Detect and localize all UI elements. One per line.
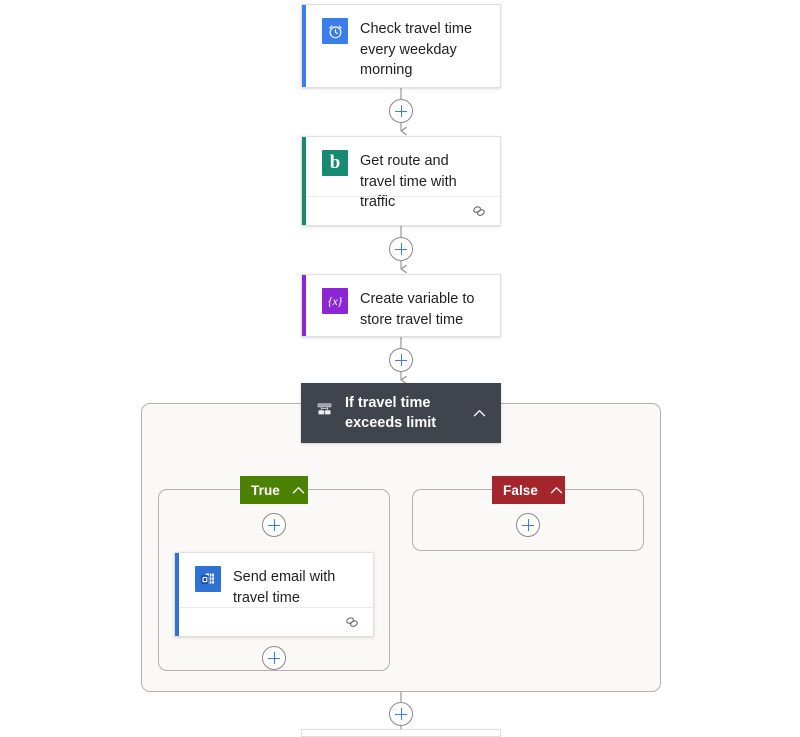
condition-branch-icon: [315, 401, 334, 425]
card-header: b Get route and travel time with traffic: [302, 137, 500, 225]
card-title: Create variable to store travel time: [360, 291, 475, 328]
variable-icon: {x}: [322, 288, 348, 314]
condition-node-if-travel-time-exceeds-limit[interactable]: If travel time exceeds limit: [301, 383, 501, 443]
card-footer: [307, 196, 500, 225]
card-title: Check travel time every weekday morning: [360, 21, 473, 78]
chevron-up-icon[interactable]: [472, 406, 487, 421]
card-accent-stripe: [302, 5, 306, 87]
card-accent-stripe: [302, 275, 306, 336]
bing-maps-icon: b: [322, 150, 348, 176]
add-step-in-true-branch-bottom[interactable]: [262, 646, 286, 670]
condition-title: If travel time exceeds limit: [345, 394, 437, 432]
add-step-in-true-branch-top[interactable]: [262, 513, 286, 537]
alarm-clock-icon: [322, 18, 348, 44]
card-title: Send email with travel time: [233, 569, 336, 606]
chevron-up-icon[interactable]: [549, 483, 564, 498]
action-card-get-route[interactable]: b Get route and travel time with traffic: [301, 136, 501, 226]
chain-link-icon[interactable]: [471, 203, 487, 219]
card-header: {x} Create variable to store travel time: [302, 275, 500, 336]
branch-pill-label: True: [251, 482, 280, 498]
add-step-after-variable[interactable]: [389, 348, 413, 372]
add-step-after-condition[interactable]: [389, 702, 413, 726]
card-footer: [180, 607, 373, 636]
trigger-card-check-travel-time[interactable]: Check travel time every weekday morning: [301, 4, 501, 88]
add-step-in-false-branch[interactable]: [516, 513, 540, 537]
branch-pill-false[interactable]: False: [492, 476, 565, 504]
next-node-partial[interactable]: [301, 729, 501, 737]
add-step-after-bing[interactable]: [389, 237, 413, 261]
chevron-up-icon[interactable]: [291, 483, 306, 498]
action-card-send-email[interactable]: Send email with travel time: [174, 552, 374, 637]
card-header: Check travel time every weekday morning: [302, 5, 500, 87]
card-header: Send email with travel time: [175, 553, 373, 621]
bing-glyph: b: [329, 152, 341, 173]
action-card-create-variable[interactable]: {x} Create variable to store travel time: [301, 274, 501, 337]
chain-link-icon[interactable]: [344, 614, 360, 630]
card-accent-stripe: [302, 137, 306, 225]
branch-pill-label: False: [503, 482, 539, 498]
add-step-after-trigger[interactable]: [389, 99, 413, 123]
card-accent-stripe: [175, 553, 179, 636]
card-title: Get route and travel time with traffic: [360, 153, 457, 210]
outlook-icon: [195, 566, 221, 592]
variable-glyph: {x}: [327, 293, 343, 308]
branch-pill-true[interactable]: True: [240, 476, 308, 504]
